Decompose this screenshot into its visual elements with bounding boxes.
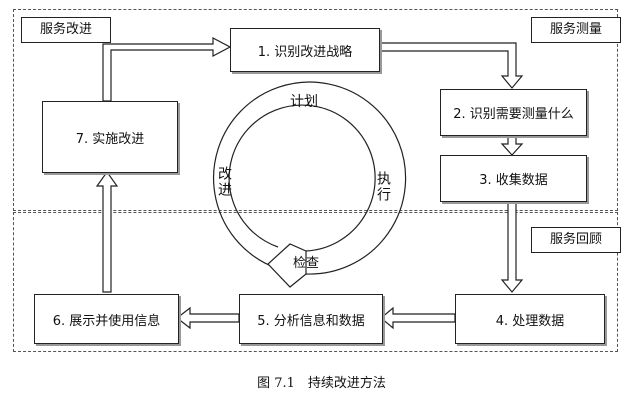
zone-lower [13, 212, 618, 352]
cycle-label-plan: 计划 [290, 94, 318, 110]
step-5-box: 5. 分析信息和数据 [239, 294, 383, 344]
arrow-3-to-4 [500, 200, 524, 293]
arrow-7-to-1 [102, 37, 232, 102]
cycle-label-check: 检查 [293, 256, 320, 271]
step-6-box: 6. 展示并使用信息 [34, 294, 179, 344]
zone-label-improve: 服务改进 [21, 17, 111, 43]
arrow-2-to-3 [500, 134, 524, 156]
arrow-6-to-7 [95, 170, 119, 293]
step-1-box: 1. 识别改进战略 [230, 28, 380, 72]
zone-label-measure: 服务测量 [531, 17, 621, 43]
step-7-box: 7. 实施改进 [42, 101, 178, 173]
ring-arrowhead [267, 243, 307, 288]
arrow-5-to-6 [176, 306, 240, 330]
arrow-4-to-5 [380, 306, 456, 330]
figure-caption: 图 7.1 持续改进方法 [257, 376, 386, 391]
zone-upper [13, 9, 618, 211]
step-4-box: 4. 处理数据 [455, 294, 605, 344]
step-2-box: 2. 识别需要测量什么 [440, 89, 587, 136]
cycle-label-do: 执行 [375, 171, 391, 203]
step-3-box: 3. 收集数据 [440, 155, 587, 202]
cycle-label-act: 改进 [216, 166, 232, 198]
zone-label-review: 服务回顾 [531, 227, 621, 253]
arrow-1-to-2 [378, 42, 524, 89]
